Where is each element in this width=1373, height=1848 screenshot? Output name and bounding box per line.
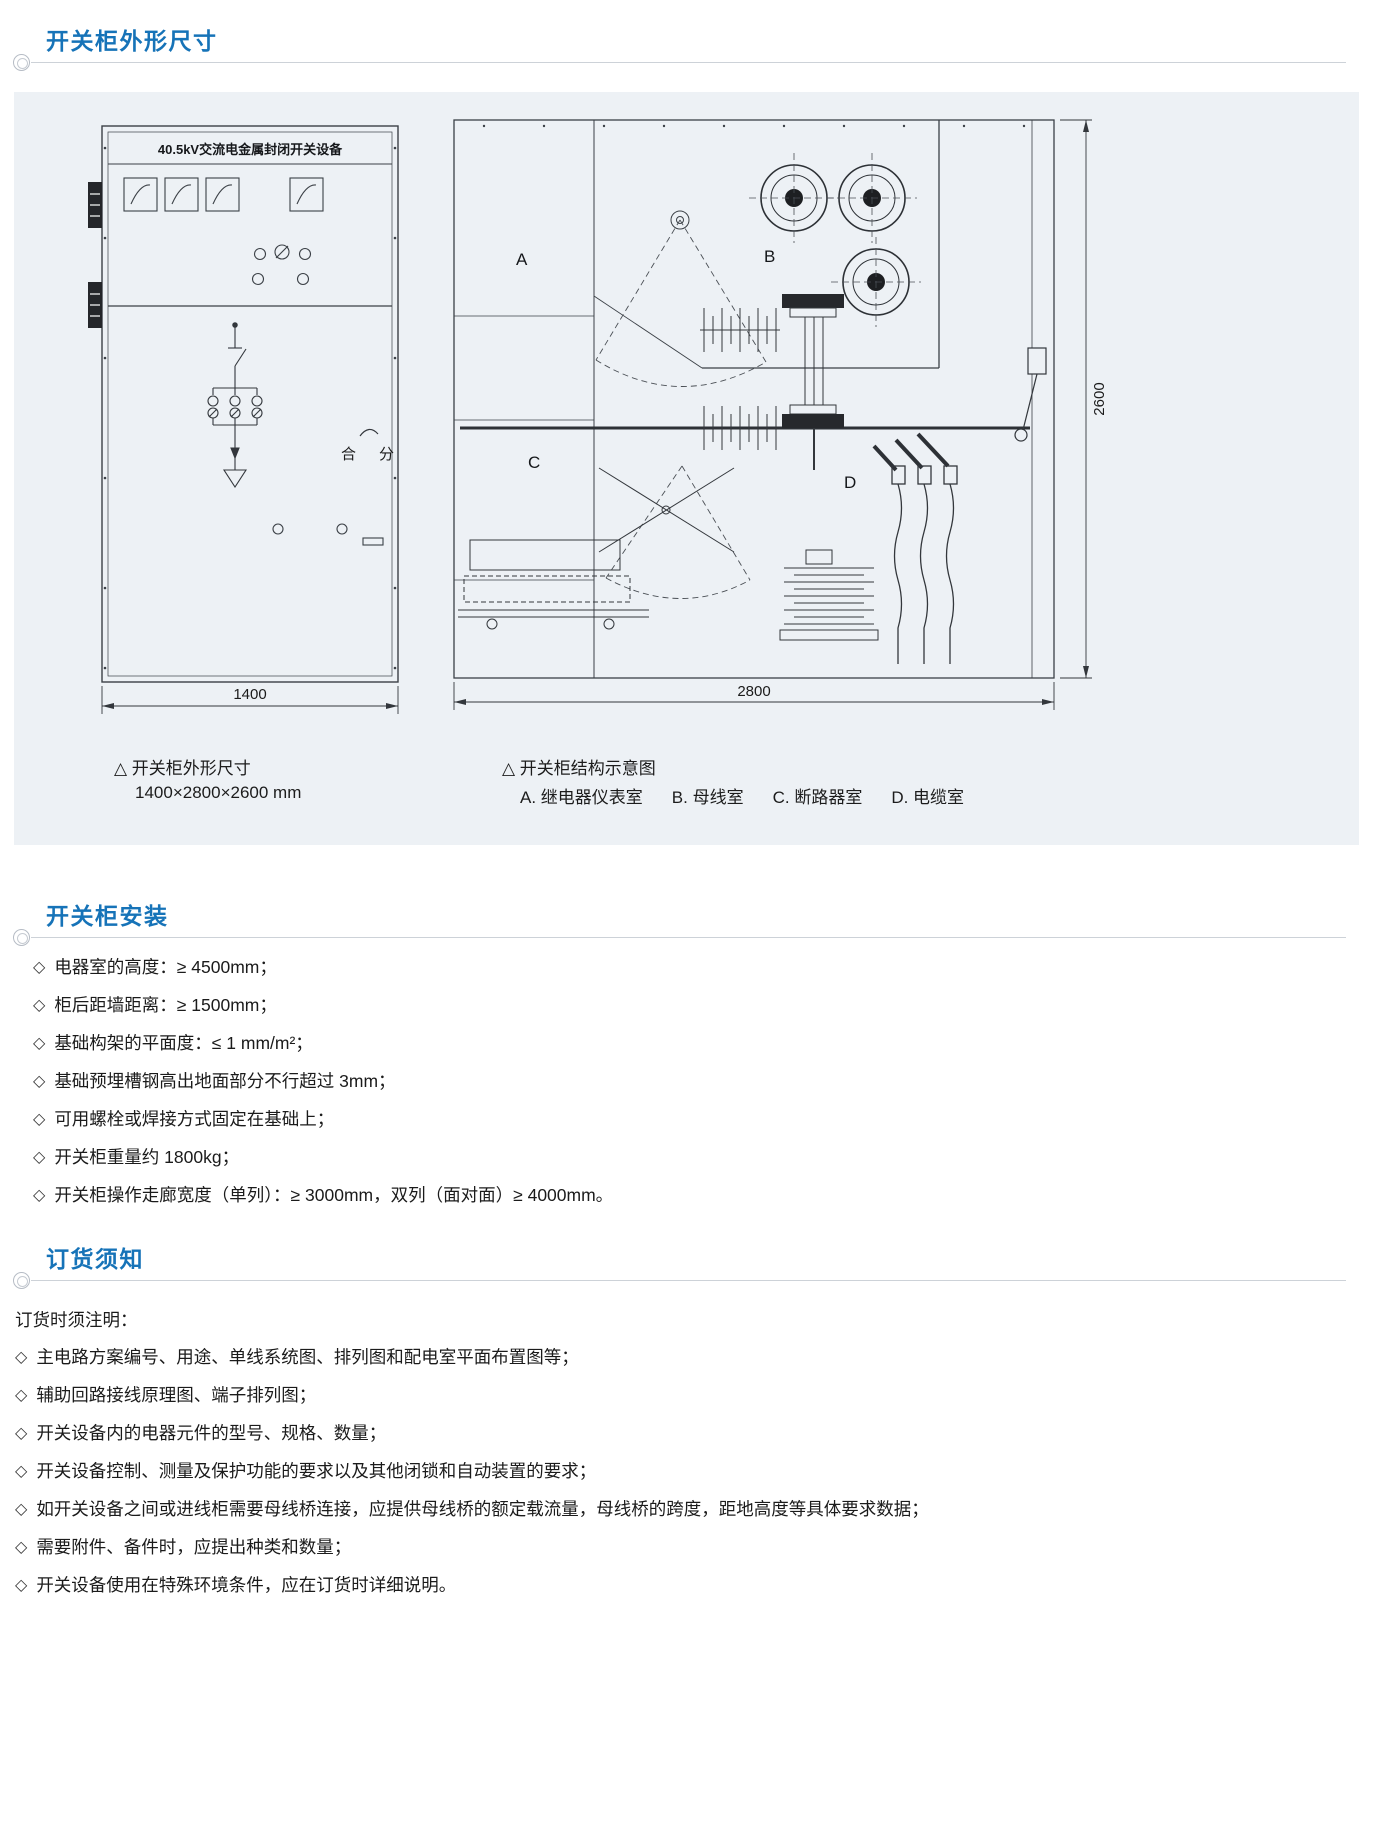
install-item-text: 开关柜重量约 1800kg；: [54, 1147, 240, 1167]
bellows-insulator-lower: [703, 406, 777, 450]
order-item-text: 开关设备内的电器元件的型号、规格、数量；: [36, 1423, 387, 1443]
linkage: [598, 467, 735, 553]
install-item: ◇ 电器室的高度：≥ 4500mm；: [33, 955, 613, 980]
cabinet-frame: [101, 125, 399, 683]
hinge-handles: [88, 182, 102, 328]
compartment-legend: A. 继电器仪表室 B. 母线室 C. 断路器室 D. 电缆室: [520, 783, 964, 808]
frame-rivets: [482, 124, 1026, 128]
dimension-lines: [453, 119, 1092, 710]
diamond-bullet-icon: ◇: [33, 1035, 46, 1052]
panel-meters: [123, 177, 324, 212]
ring-ornament-icon: [13, 54, 30, 71]
earthing-switch-handle: [1014, 347, 1047, 442]
ring-ornament-icon: [13, 929, 30, 946]
section-rule-dimensions: [13, 54, 1346, 71]
install-item: ◇ 基础构架的平面度：≤ 1 mm/m²；: [33, 1031, 613, 1056]
height-dim-label: 2600: [1091, 382, 1108, 415]
cabinet-front-drawing: 合 分 40.5kV交流电金属封闭开关设备 1400: [88, 125, 399, 714]
compartment-b-label: B: [764, 247, 775, 266]
left-caption-sub: 1400×2800×2600 mm: [135, 783, 302, 802]
right-caption-title: △ 开关柜结构示意图: [502, 759, 656, 778]
diamond-bullet-icon: ◇: [33, 1111, 46, 1128]
diamond-bullet-icon: ◇: [33, 997, 46, 1014]
open-label: 分: [379, 446, 394, 463]
compartment-c-label: C: [528, 453, 540, 472]
support-insulator: [779, 549, 879, 641]
section-title-dimensions: 开关柜外形尺寸: [46, 28, 218, 54]
install-item: ◇ 开关柜操作走廊宽度（单列）：≥ 3000mm，双列（面对面）≥ 4000mm。: [33, 1183, 613, 1208]
chassis-truck: [458, 539, 649, 630]
diamond-bullet-icon: ◇: [33, 1149, 46, 1166]
install-item-text: 柜后距墙距离：≥ 1500mm；: [54, 995, 277, 1015]
order-item-text: 开关设备控制、测量及保护功能的要求以及其他闭锁和自动装置的要求；: [36, 1461, 597, 1481]
left-caption-title: △ 开关柜外形尺寸: [114, 759, 251, 778]
diamond-bullet-icon: ◇: [15, 1539, 28, 1556]
door-swing-arcs: [595, 219, 767, 599]
diamond-bullet-icon: ◇: [15, 1425, 28, 1442]
depth-dim-label: 2800: [737, 683, 770, 700]
order-item-text: 主电路方案编号、用途、单线系统图、排列图和配电室平面布置图等；: [36, 1347, 579, 1367]
compartment-a-label: A: [516, 250, 528, 269]
door-fittings: [272, 523, 384, 546]
order-item-text: 如开关设备之间或进线柜需要母线桥连接，应提供母线桥的额定载流量，母线桥的跨度，距…: [36, 1499, 929, 1519]
compartment-d-label: D: [844, 473, 856, 492]
drawing-panel: 合 分 40.5kV交流电金属封闭开关设备 1400: [14, 92, 1359, 845]
diamond-bullet-icon: ◇: [33, 1187, 46, 1204]
order-item: ◇ 开关设备使用在特殊环境条件，应在订货时详细说明。: [15, 1573, 929, 1598]
order-item: ◇ 主电路方案编号、用途、单线系统图、排列图和配电室平面布置图等；: [15, 1345, 929, 1370]
close-label: 合: [341, 446, 356, 463]
order-item: ◇ 开关设备控制、测量及保护功能的要求以及其他闭锁和自动装置的要求；: [15, 1459, 929, 1484]
order-item-text: 辅助回路接线原理图、端子排列图；: [36, 1385, 317, 1405]
install-item-text: 开关柜操作走廊宽度（单列）：≥ 3000mm，双列（面对面）≥ 4000mm。: [54, 1185, 614, 1205]
legend-item-a: A. 继电器仪表室: [520, 788, 643, 807]
legend-item-c: C. 断路器室: [772, 788, 863, 807]
install-item: ◇ 柜后距墙距离：≥ 1500mm；: [33, 993, 613, 1018]
legend-item-d: D. 电缆室: [891, 788, 965, 807]
install-item-text: 基础构架的平面度：≤ 1 mm/m²；: [54, 1033, 313, 1053]
cabinet-title: 40.5kV交流电金属封闭开关设备: [158, 142, 343, 157]
ordering-list: ◇ 主电路方案编号、用途、单线系统图、排列图和配电室平面布置图等； ◇ 辅助回路接线…: [15, 1345, 929, 1611]
section-rule-ordering: [13, 1272, 1346, 1289]
install-item: ◇ 开关柜重量约 1800kg；: [33, 1145, 613, 1170]
diamond-bullet-icon: ◇: [33, 959, 46, 976]
section-title-ordering: 订货须知: [46, 1246, 144, 1272]
section-title-installation: 开关柜安装: [46, 903, 169, 929]
diamond-bullet-icon: ◇: [15, 1463, 28, 1480]
installation-list: ◇ 电器室的高度：≥ 4500mm； ◇ 柜后距墙距离：≥ 1500mm； ◇ 基础构…: [33, 955, 613, 1221]
indicator-lamps: [251, 244, 312, 286]
diamond-bullet-icon: ◇: [15, 1577, 28, 1594]
diamond-bullet-icon: ◇: [15, 1387, 28, 1404]
width-dim-label: 1400: [233, 686, 266, 703]
legend-item-b: B. 母线室: [671, 788, 744, 807]
mimic-diagram: [207, 322, 263, 489]
screw-dots: [103, 146, 397, 670]
cables: [891, 465, 958, 664]
width-dimension-lines: [101, 686, 399, 714]
section-rule-installation: [13, 929, 1346, 946]
ring-ornament-icon: [13, 1272, 30, 1289]
order-item: ◇ 如开关设备之间或进线柜需要母线桥连接，应提供母线桥的额定载流量，母线桥的跨度，…: [15, 1497, 929, 1522]
install-item: ◇ 基础预埋槽钢高出地面部分不行超过 3mm；: [33, 1069, 613, 1094]
cable-bushings: [872, 432, 950, 472]
diamond-bullet-icon: ◇: [33, 1073, 46, 1090]
install-item-text: 电器室的高度：≥ 4500mm；: [54, 957, 277, 977]
cabinet-section-drawing: A B C D 2800 2600: [453, 119, 1108, 710]
order-item: ◇ 需要附件、备件时，应提出种类和数量；: [15, 1535, 929, 1560]
order-item: ◇ 开关设备内的电器元件的型号、规格、数量；: [15, 1421, 929, 1446]
order-item-text: 需要附件、备件时，应提出种类和数量；: [36, 1537, 352, 1557]
diamond-bullet-icon: ◇: [15, 1349, 28, 1366]
install-item-text: 基础预埋槽钢高出地面部分不行超过 3mm；: [54, 1071, 396, 1091]
switch-position-arc: [359, 428, 379, 437]
section-outline: [453, 119, 1055, 679]
install-item: ◇ 可用螺栓或焊接方式固定在基础上；: [33, 1107, 613, 1132]
diamond-bullet-icon: ◇: [15, 1501, 28, 1518]
pivot-hinge: [670, 210, 690, 230]
bellows-insulator-upper: [700, 308, 780, 352]
breaker-pole: [782, 294, 844, 470]
busbar-bushings: [749, 153, 921, 327]
order-item-text: 开关设备使用在特殊环境条件，应在订货时详细说明。: [36, 1575, 457, 1595]
ordering-intro: 订货时须注明：: [15, 1310, 138, 1330]
install-item-text: 可用螺栓或焊接方式固定在基础上；: [54, 1109, 335, 1129]
order-item: ◇ 辅助回路接线原理图、端子排列图；: [15, 1383, 929, 1408]
